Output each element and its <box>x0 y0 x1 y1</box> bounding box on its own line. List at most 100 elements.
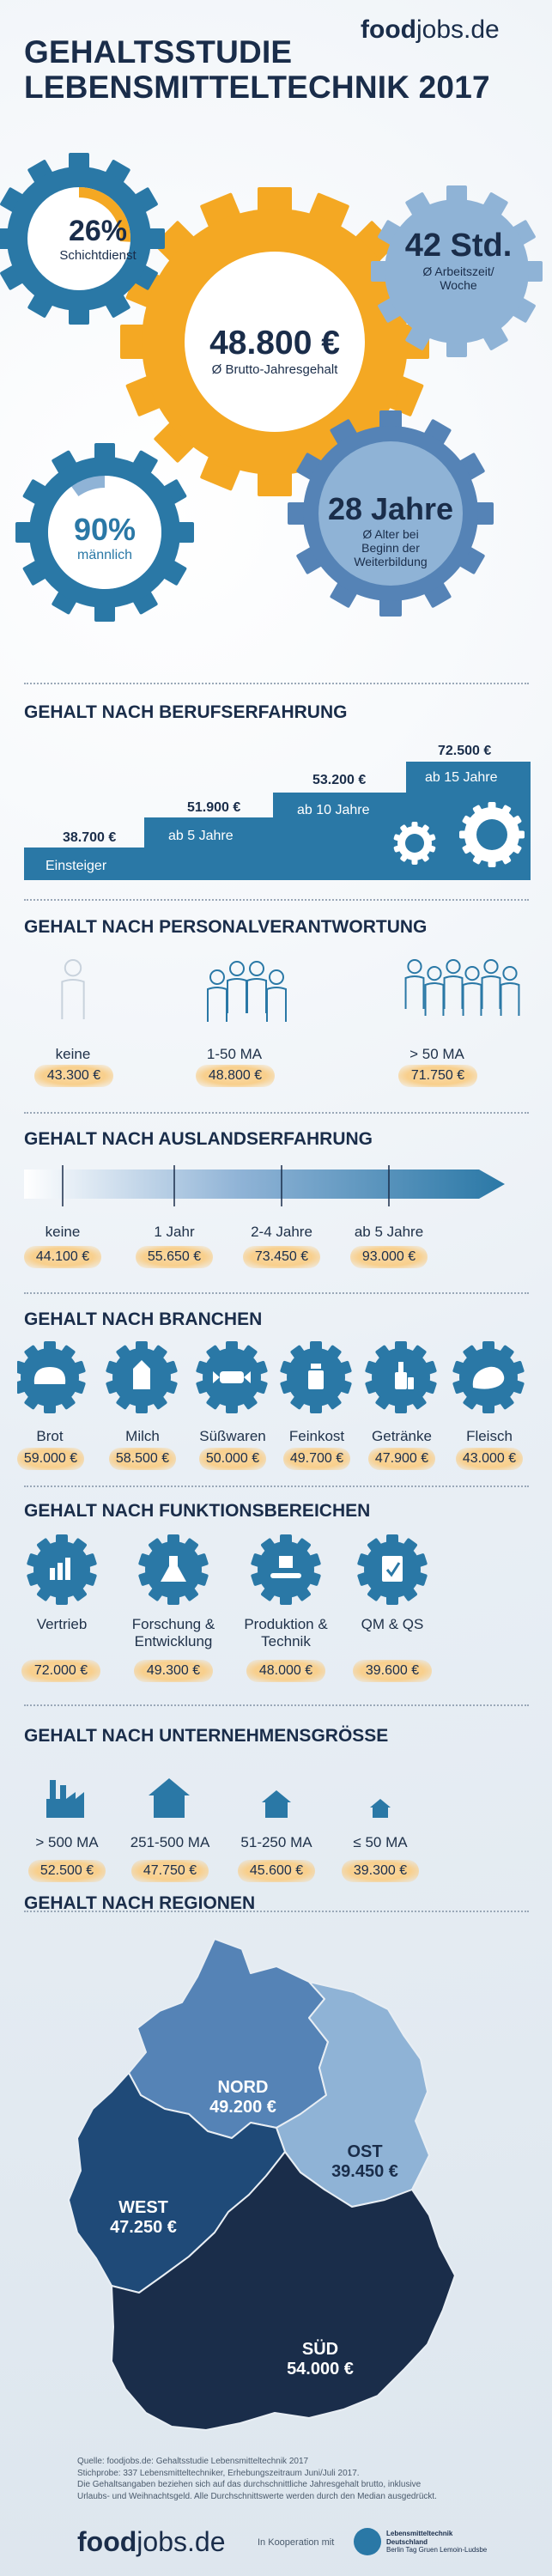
size-label-3: ≤ 50 MA <box>353 1834 408 1850</box>
size-label-0: > 500 MA <box>35 1834 99 1850</box>
region-label-west: WEST 47.250 € <box>96 2198 191 2238</box>
section-title-responsibility: GEHALT NACH PERSONALVERANTWORTUNG <box>24 917 428 937</box>
divider <box>24 899 529 901</box>
foodjobs-logo[interactable]: foodjobs.de <box>361 15 500 45</box>
branch-value-0: 59.000 € <box>17 1448 84 1470</box>
person-outline-icon <box>61 959 85 1019</box>
house-large-icon <box>149 1778 190 1818</box>
age-value: 28 Jahre <box>327 491 454 526</box>
germany-map <box>68 1938 456 2431</box>
region-sued <box>111 2151 456 2431</box>
footer-source: Quelle: foodjobs.de: Gehaltsstudie Leben… <box>77 2456 524 2502</box>
shift-label: Schichtdienst <box>59 248 136 263</box>
milk-icon <box>106 1341 178 1413</box>
abroad-value-2: 73.450 € <box>243 1246 320 1268</box>
house-small-icon <box>370 1799 391 1818</box>
step-value-1: 51.900 € <box>187 800 240 815</box>
male-value: 90% <box>73 512 136 547</box>
step-label-0: Einsteiger <box>45 859 107 873</box>
cooperation-text: In Kooperation mit <box>258 2537 335 2548</box>
branch-value-3: 49.700 € <box>283 1448 350 1470</box>
partner-name[interactable]: Lebensmitteltechnik Deutschland Berlin T… <box>386 2530 487 2555</box>
section-title-abroad: GEHALT NACH AUSLANDSERFAHRUNG <box>24 1129 373 1149</box>
partner-line3: Berlin Tag Gruen Lemoin-Ludsbe <box>386 2546 488 2555</box>
hours-label1: Ø Arbeitszeit/ <box>422 264 494 278</box>
section-title-branches: GEHALT NACH BRANCHEN <box>24 1309 263 1329</box>
branch-label-1: Milch <box>125 1428 160 1444</box>
conveyor-icon <box>251 1534 321 1605</box>
function-label-2: Produktion & Technik <box>239 1616 333 1650</box>
male-label: männlich <box>76 548 133 562</box>
region-label-ost: OST 39.450 € <box>318 2142 412 2182</box>
size-icons <box>46 1778 391 1818</box>
house-medium-icon <box>262 1790 291 1818</box>
region-nord-name: NORD <box>217 2078 269 2097</box>
footer-logo-bold: food <box>77 2526 137 2557</box>
logo-light: jobs.de <box>416 15 500 44</box>
abroad-value-0: 44.100 € <box>24 1246 101 1268</box>
step-label-3: ab 15 Jahre <box>425 770 498 785</box>
footer-line3: Die Gehaltsangaben beziehen sich auf das… <box>77 2480 422 2489</box>
abroad-label-0: keine <box>45 1224 81 1240</box>
abroad-label-2: 2-4 Jahre <box>251 1224 312 1240</box>
hours-stat: 42 Std. Ø Arbeitszeit/ Woche <box>385 228 532 292</box>
factory-icon <box>46 1780 84 1818</box>
size-value-1: 47.750 € <box>131 1860 209 1882</box>
title-line1: GEHALTSSTUDIE <box>24 34 293 70</box>
hours-value: 42 Std. <box>404 228 513 264</box>
branch-value-1: 58.500 € <box>109 1448 176 1470</box>
region-ost-value: 39.450 € <box>331 2162 398 2181</box>
male-gear-icon <box>15 443 194 622</box>
function-label-1-line2: Entwicklung <box>134 1633 213 1649</box>
branch-label-5: Fleisch <box>466 1428 513 1444</box>
divider <box>24 1911 529 1912</box>
size-label-2: 51-250 MA <box>240 1834 312 1850</box>
salary-value: 48.800 € <box>209 325 340 361</box>
branch-label-4: Getränke <box>372 1428 432 1444</box>
footer-logo[interactable]: foodjobs.de <box>77 2526 225 2558</box>
branch-value-5: 43.000 € <box>456 1448 523 1470</box>
shift-gear-icon <box>0 153 165 325</box>
people-group-icon <box>207 961 287 1022</box>
function-value-1: 49.300 € <box>134 1660 213 1682</box>
footer-logo-light: jobs.de <box>136 2526 226 2557</box>
flask-icon <box>138 1534 209 1605</box>
region-sued-name: SÜD <box>301 2340 339 2359</box>
step-label-2: ab 10 Jahre <box>297 803 370 817</box>
step-label-1: ab 5 Jahre <box>168 829 234 843</box>
region-west-name: WEST <box>118 2198 168 2217</box>
function-label-3: QM & QS <box>361 1616 424 1632</box>
branch-value-4: 47.900 € <box>368 1448 435 1470</box>
meat-icon <box>452 1341 525 1413</box>
abroad-value-1: 55.650 € <box>136 1246 213 1268</box>
function-label-2-line2: Technik <box>261 1633 311 1649</box>
function-icons <box>27 1534 428 1605</box>
branch-label-0: Brot <box>36 1428 64 1444</box>
partner-line2: Deutschland <box>386 2537 428 2546</box>
size-value-0: 52.500 € <box>28 1860 106 1882</box>
region-ost-name: OST <box>347 2142 383 2161</box>
size-value-3: 39.300 € <box>342 1860 419 1882</box>
bottle-icon <box>365 1341 437 1413</box>
bread-icon <box>17 1341 86 1413</box>
abroad-label-3: ab 5 Jahre <box>354 1224 424 1240</box>
function-value-0: 72.000 € <box>21 1660 100 1682</box>
footer-line1: Quelle: foodjobs.de: Gehaltsstudie Leben… <box>77 2457 309 2466</box>
age-label2: Beginn der <box>361 541 420 555</box>
shift-value: 26% <box>68 215 128 247</box>
partner-line1: Lebensmitteltechnik <box>386 2530 453 2537</box>
region-label-nord: NORD 49.200 € <box>196 2078 290 2117</box>
section-title-functions: GEHALT NACH FUNKTIONSBEREICHEN <box>24 1501 371 1521</box>
responsibility-value-2: 71.750 € <box>398 1065 477 1087</box>
responsibility-label-0: keine <box>55 1046 91 1062</box>
section-title-size: GEHALT NACH UNTERNEHMENSGRÖSSE <box>24 1726 389 1746</box>
section-title-experience: GEHALT NACH BERUFSERFAHRUNG <box>24 702 348 722</box>
experience-chart: Einsteiger ab 5 Jahre ab 10 Jahre ab 15 … <box>24 744 531 880</box>
function-label-1: Forschung & Entwicklung <box>126 1616 221 1650</box>
branch-label-2: Süßwaren <box>199 1428 266 1444</box>
page-title: GEHALTSSTUDIE LEBENSMITTELTECHNIK 2017 <box>24 34 490 106</box>
branch-icons <box>17 1341 525 1413</box>
step-value-0: 38.700 € <box>63 830 116 845</box>
divider <box>24 683 529 684</box>
region-sued-value: 54.000 € <box>287 2360 354 2379</box>
